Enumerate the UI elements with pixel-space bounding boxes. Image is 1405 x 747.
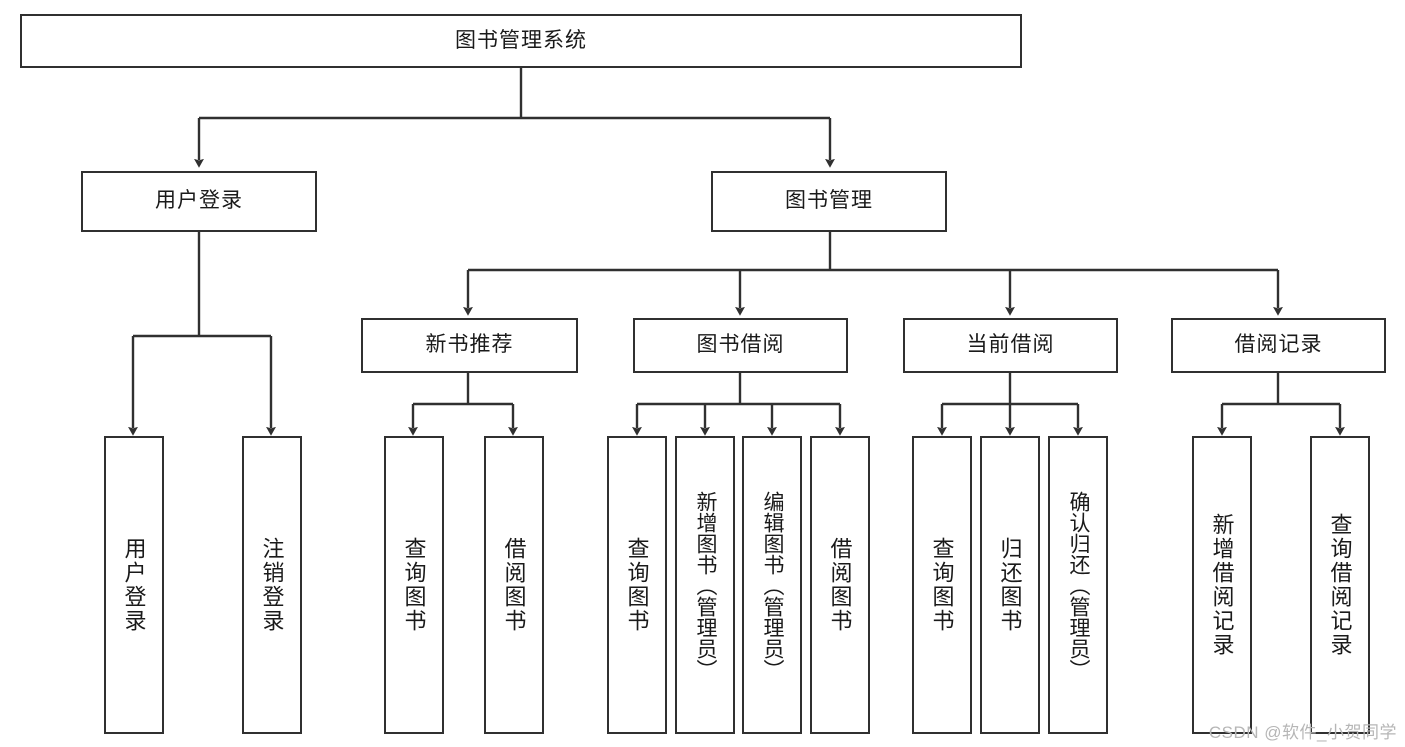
node-leaf-confirm-return-label: 确认归还（管理员）	[1067, 490, 1091, 680]
node-leaf-query-book-3[interactable]: 查询图书	[912, 436, 972, 734]
node-leaf-edit-book[interactable]: 编辑图书（管理员）	[742, 436, 802, 734]
node-book-manage[interactable]: 图书管理	[711, 171, 947, 232]
node-current-borrow[interactable]: 当前借阅	[903, 318, 1118, 373]
node-leaf-edit-book-label: 编辑图书（管理员）	[761, 490, 785, 680]
node-book-borrow-label: 图书借阅	[696, 333, 785, 357]
node-leaf-query-book-1[interactable]: 查询图书	[384, 436, 444, 734]
node-new-book-rec[interactable]: 新书推荐	[361, 318, 578, 373]
node-book-borrow[interactable]: 图书借阅	[633, 318, 848, 373]
node-book-manage-label: 图书管理	[785, 189, 873, 213]
watermark: CSDN @软件_小贺同学	[1208, 723, 1397, 742]
node-leaf-query-book-2[interactable]: 查询图书	[607, 436, 667, 734]
node-leaf-add-record[interactable]: 新增借阅记录	[1192, 436, 1252, 734]
node-leaf-logout-label: 注销登录	[259, 537, 285, 633]
node-leaf-borrow-book-1-label: 借阅图书	[501, 537, 527, 633]
node-leaf-add-book[interactable]: 新增图书（管理员）	[675, 436, 735, 734]
node-leaf-borrow-book-2-label: 借阅图书	[827, 537, 853, 633]
node-leaf-borrow-book-2[interactable]: 借阅图书	[810, 436, 870, 734]
node-leaf-return-book-label: 归还图书	[997, 537, 1023, 633]
node-root[interactable]: 图书管理系统	[20, 14, 1022, 68]
node-leaf-return-book[interactable]: 归还图书	[980, 436, 1040, 734]
node-leaf-query-book-1-label: 查询图书	[401, 537, 427, 633]
node-leaf-confirm-return[interactable]: 确认归还（管理员）	[1048, 436, 1108, 734]
node-user-login-label: 用户登录	[155, 189, 243, 213]
node-borrow-record-label: 借阅记录	[1234, 333, 1323, 357]
node-leaf-query-book-3-label: 查询图书	[929, 537, 955, 633]
node-user-login[interactable]: 用户登录	[81, 171, 317, 232]
node-leaf-add-book-label: 新增图书（管理员）	[694, 490, 718, 680]
node-leaf-query-record-label: 查询借阅记录	[1327, 513, 1353, 657]
node-borrow-record[interactable]: 借阅记录	[1171, 318, 1386, 373]
node-leaf-query-book-2-label: 查询图书	[624, 537, 650, 633]
node-leaf-logout[interactable]: 注销登录	[242, 436, 302, 734]
node-leaf-user-login-label: 用户登录	[121, 537, 147, 633]
node-leaf-user-login[interactable]: 用户登录	[104, 436, 164, 734]
node-root-label: 图书管理系统	[455, 28, 587, 52]
connector-group	[128, 67, 1345, 436]
node-leaf-add-record-label: 新增借阅记录	[1209, 513, 1235, 657]
node-current-borrow-label: 当前借阅	[966, 333, 1055, 357]
node-leaf-query-record[interactable]: 查询借阅记录	[1310, 436, 1370, 734]
node-new-book-rec-label: 新书推荐	[425, 333, 514, 357]
node-leaf-borrow-book-1[interactable]: 借阅图书	[484, 436, 544, 734]
